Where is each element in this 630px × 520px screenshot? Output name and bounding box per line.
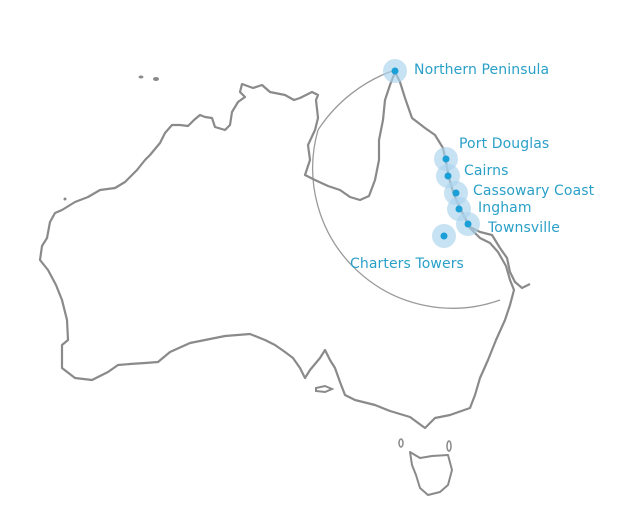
tasmania — [409, 451, 453, 496]
island — [63, 197, 67, 201]
label-cassowary-coast: Cassowary Coast — [473, 183, 595, 199]
australia-coastline — [38, 70, 516, 430]
location-marker-icon[interactable] — [464, 220, 472, 228]
qld-coastline — [467, 225, 531, 290]
label-northern-peninsula: Northern Peninsula — [414, 62, 550, 78]
location-marker-icon[interactable] — [452, 189, 460, 197]
inset-circle — [312, 69, 501, 309]
label-ingham: Ingham — [478, 200, 532, 216]
island — [138, 75, 144, 79]
island — [153, 77, 159, 81]
location-marker-icon[interactable] — [391, 67, 399, 75]
kangaroo-island — [315, 384, 335, 394]
location-marker-icon[interactable] — [440, 232, 448, 240]
location-marker-icon[interactable] — [442, 155, 450, 163]
label-cairns: Cairns — [464, 163, 509, 179]
label-townsville: Townsville — [488, 220, 560, 236]
location-marker-icon[interactable] — [455, 205, 463, 213]
island — [398, 438, 404, 448]
location-markers — [383, 59, 480, 248]
location-marker-icon[interactable] — [444, 172, 452, 180]
label-charters-towers: Charters Towers — [350, 256, 464, 272]
label-port-douglas: Port Douglas — [459, 136, 550, 152]
island — [446, 440, 452, 452]
